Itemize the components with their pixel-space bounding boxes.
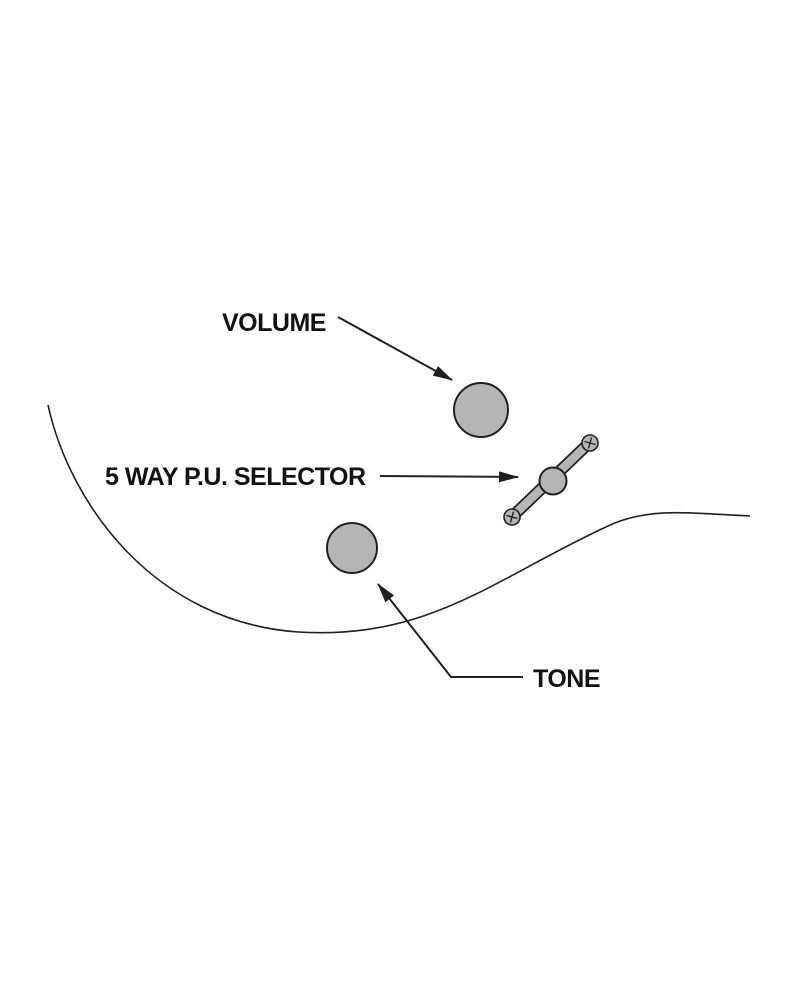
guitar-body-outline bbox=[47, 404, 751, 634]
selector-pivot bbox=[538, 466, 568, 496]
volume-leader-arrow bbox=[337, 316, 453, 381]
selector-screw-top bbox=[581, 434, 599, 452]
volume-label: VOLUME bbox=[222, 309, 326, 337]
tone-knob bbox=[326, 522, 378, 574]
selector-leader-arrow bbox=[379, 471, 519, 483]
screw-cross-icon bbox=[506, 511, 518, 523]
tone-leader-arrow bbox=[377, 583, 523, 678]
screw-cross-icon bbox=[584, 437, 596, 449]
selector-screw-bottom bbox=[503, 508, 521, 526]
volume-knob bbox=[453, 382, 509, 438]
tone-label: TONE bbox=[533, 665, 600, 693]
pickup-selector-switch bbox=[503, 434, 599, 526]
selector-label: 5 WAY P.U. SELECTOR bbox=[105, 463, 366, 491]
